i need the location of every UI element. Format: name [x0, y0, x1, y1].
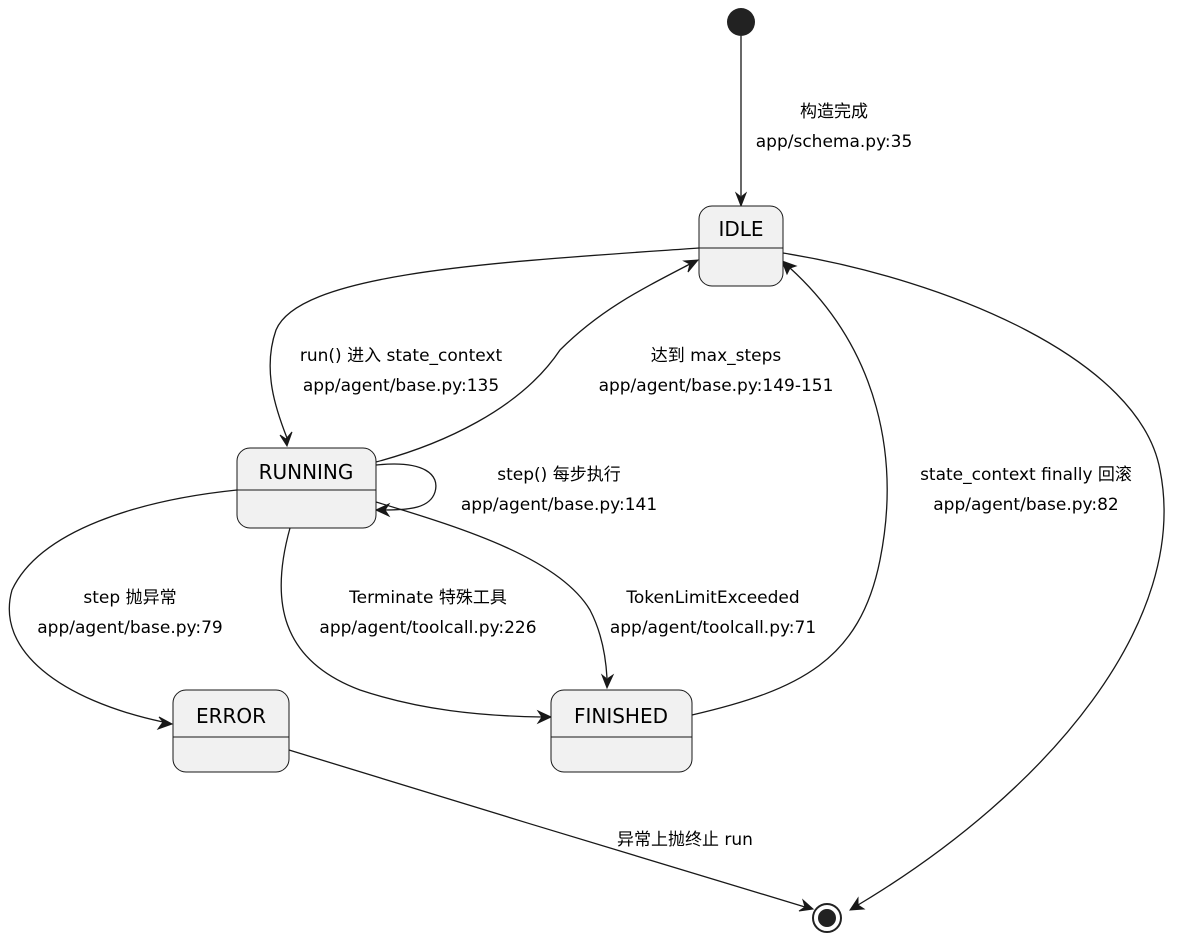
label-running-to-finished-token-ref: app/agent/toolcall.py:71 [610, 618, 816, 638]
arrowhead-error-to-end [798, 898, 815, 912]
arrowhead-idle-to-running [279, 431, 293, 448]
edge-running-to-error [8, 489, 238, 723]
label-running-to-finished-terminate-ref: app/agent/toolcall.py:226 [319, 618, 536, 638]
state-running: RUNNING [236, 447, 377, 529]
state-finished-label: FINISHED [574, 704, 668, 728]
edges [8, 36, 1165, 912]
label-finished-to-idle-ref: app/agent/base.py:82 [933, 495, 1118, 515]
final-state [812, 903, 842, 933]
label-running-to-finished-token-event: TokenLimitExceeded [625, 588, 799, 608]
label-running-self-ref: app/agent/base.py:141 [461, 495, 657, 515]
edge-labels: 构造完成 app/schema.py:35 run() 进入 state_con… [37, 102, 1132, 850]
arrowhead-running-to-idle [682, 259, 700, 273]
label-idle-to-running-ref: app/agent/base.py:135 [303, 376, 499, 396]
state-idle: IDLE [698, 205, 784, 287]
edge-error-to-end [288, 749, 806, 908]
label-finished-to-idle-event: state_context finally 回滚 [920, 465, 1132, 485]
label-running-to-error-ref: app/agent/base.py:79 [37, 618, 222, 638]
edge-running-self [375, 463, 437, 511]
arrowhead-idle-to-end [849, 896, 866, 911]
arrowhead-finished-to-idle [781, 260, 798, 276]
label-running-to-finished-terminate-event: Terminate 特殊工具 [348, 588, 507, 608]
state-error-label: ERROR [196, 704, 266, 728]
state-error: ERROR [172, 689, 290, 773]
edge-idle-to-running [269, 247, 700, 439]
label-error-to-end-event: 异常上抛终止 run [617, 830, 753, 850]
state-running-label: RUNNING [259, 460, 354, 484]
label-running-self-event: step() 每步执行 [497, 465, 620, 485]
edge-idle-to-end [782, 252, 1165, 906]
arrowhead-start-to-idle [734, 191, 748, 208]
edge-running-to-idle [375, 263, 691, 463]
label-start-to-idle-event: 构造完成 [800, 102, 868, 122]
arrowhead-running-to-error [156, 716, 174, 731]
edge-running-to-finished-terminate [280, 527, 543, 718]
arrowhead-running-to-finished-terminate [536, 709, 553, 725]
state-finished: FINISHED [550, 689, 693, 773]
edge-finished-to-idle [691, 267, 888, 716]
label-running-to-idle-ref: app/agent/base.py:149-151 [599, 376, 834, 396]
label-running-to-error-event: step 抛异常 [83, 588, 176, 608]
arrowhead-running-to-finished-token [600, 673, 615, 690]
state-idle-label: IDLE [718, 217, 763, 241]
label-running-to-idle-event: 达到 max_steps [651, 346, 782, 366]
edge-running-to-finished-token [375, 501, 608, 679]
label-start-to-idle-ref: app/schema.py:35 [756, 132, 913, 152]
arrowhead-running-self [374, 502, 391, 518]
label-idle-to-running-event: run() 进入 state_context [300, 346, 503, 366]
initial-state [727, 8, 755, 36]
